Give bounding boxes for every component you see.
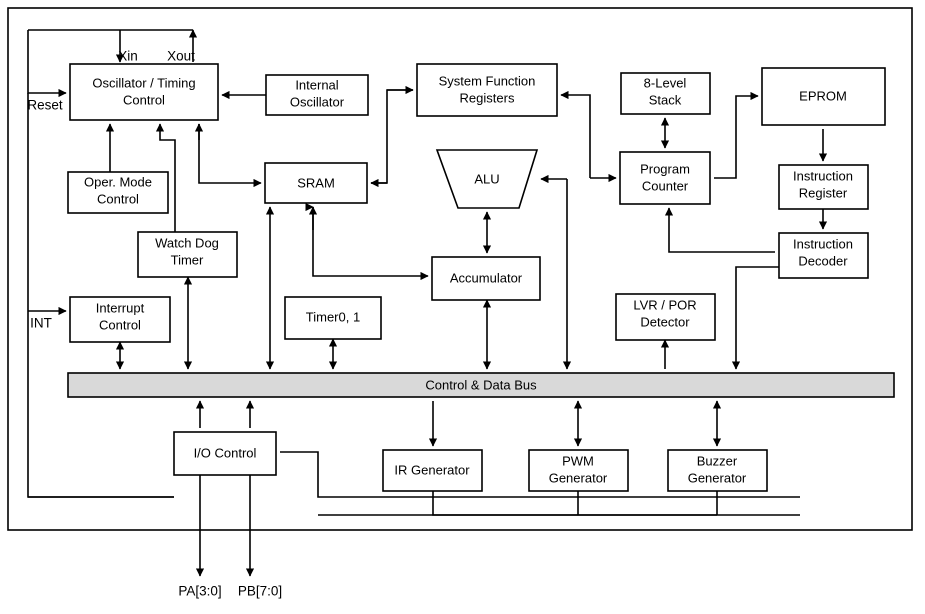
block-eprom-label: EPROM	[799, 88, 847, 103]
wire-idec-to-pc	[664, 207, 775, 253]
block-watch-dog-timer-line2: Timer	[171, 252, 204, 267]
wire-idec-to-bus	[731, 266, 779, 370]
block-oper-mode-control[interactable]: Oper. Mode Control	[67, 171, 169, 214]
block-interrupt-control-line1: Interrupt	[96, 300, 145, 315]
wire-sram-to-accumulator	[312, 207, 429, 281]
block-program-counter[interactable]: Program Counter	[619, 151, 711, 205]
block-instruction-register-line2: Register	[799, 185, 848, 200]
block-internal-oscillator[interactable]: Internal Oscillator	[265, 74, 369, 116]
block-8-level-stack-line1: 8-Level	[644, 75, 687, 90]
block-io-control-label: I/O Control	[194, 445, 257, 460]
block-alu[interactable]: ALU	[435, 149, 539, 209]
block-watch-dog-timer-line1: Watch Dog	[155, 235, 219, 250]
block-oscillator-timing-control[interactable]: Oscillator / Timing Control	[69, 63, 219, 121]
wire-io-right-rail	[280, 451, 800, 498]
wire-osc-to-sram	[198, 124, 262, 188]
block-oscillator-timing-control-line2: Control	[123, 92, 165, 107]
block-oscillator-timing-control-line1: Oscillator / Timing	[92, 75, 195, 90]
block-sram[interactable]: SRAM	[264, 162, 368, 204]
block-system-function-registers-line2: Registers	[460, 90, 515, 105]
block-instruction-register[interactable]: Instruction Register	[778, 164, 869, 210]
block-io-control[interactable]: I/O Control	[173, 431, 277, 476]
wire-irgen-down	[432, 491, 800, 516]
wire-left-rail-reset	[27, 30, 67, 98]
block-eprom[interactable]: EPROM	[761, 67, 886, 126]
block-sram-label: SRAM	[297, 175, 335, 190]
wire-sfr-to-sram	[371, 89, 413, 184]
block-ir-generator-label: IR Generator	[394, 462, 470, 477]
block-accumulator[interactable]: Accumulator	[431, 256, 541, 301]
block-8-level-stack-line2: Stack	[649, 92, 682, 107]
block-pwm-generator[interactable]: PWM Generator	[528, 449, 629, 492]
block-lvr-por-detector[interactable]: LVR / POR Detector	[615, 293, 716, 341]
pin-label-reset: Reset	[27, 98, 63, 113]
control-data-bus: Control & Data Bus	[67, 372, 895, 398]
block-system-function-registers[interactable]: System Function Registers	[416, 63, 558, 117]
block-lvr-por-detector-line2: Detector	[640, 314, 690, 329]
wire-layer	[27, 29, 828, 577]
block-instruction-decoder-line1: Instruction	[793, 236, 853, 251]
pin-label-pb: PB[7:0]	[238, 584, 282, 599]
block-instruction-decoder-line2: Decoder	[798, 253, 848, 268]
block-buzzer-generator-line1: Buzzer	[697, 453, 738, 468]
chip-boundary-frame	[7, 7, 913, 531]
pin-label-pa: PA[3:0]	[178, 584, 221, 599]
block-interrupt-control[interactable]: Interrupt Control	[69, 296, 171, 343]
block-ir-generator[interactable]: IR Generator	[382, 449, 483, 492]
wire-pc-to-sfr	[560, 90, 591, 178]
block-oper-mode-control-line2: Control	[97, 191, 139, 206]
block-alu-label: ALU	[474, 171, 499, 186]
block-instruction-register-line1: Instruction	[793, 168, 853, 183]
block-lvr-por-detector-line1: LVR / POR	[633, 297, 696, 312]
block-pwm-generator-line2: Generator	[549, 470, 608, 485]
block-8-level-stack[interactable]: 8-Level Stack	[620, 72, 711, 115]
block-watch-dog-timer[interactable]: Watch Dog Timer	[137, 231, 238, 278]
pin-label-int: INT	[30, 316, 52, 331]
block-program-counter-line2: Counter	[642, 178, 689, 193]
control-data-bus-rect	[67, 372, 895, 398]
pin-label-xout: Xout	[167, 49, 195, 64]
block-pwm-generator-line1: PWM	[562, 453, 594, 468]
block-interrupt-control-line2: Control	[99, 317, 141, 332]
block-program-counter-line1: Program	[640, 161, 690, 176]
block-system-function-registers-line1: System Function	[439, 73, 536, 88]
wire-watchdog-to-osc	[155, 123, 176, 232]
pin-label-xin: Xin	[118, 49, 138, 64]
block-internal-oscillator-line2: Oscillator	[290, 94, 345, 109]
block-internal-oscillator-line1: Internal	[295, 77, 338, 92]
block-accumulator-label: Accumulator	[450, 270, 523, 285]
block-timer0-1[interactable]: Timer0, 1	[284, 296, 382, 340]
wire-pc-to-eprom	[714, 91, 759, 179]
block-timer0-1-label: Timer0, 1	[306, 309, 360, 324]
block-oper-mode-control-line1: Oper. Mode	[84, 174, 152, 189]
block-buzzer-generator-line2: Generator	[688, 470, 747, 485]
block-instruction-decoder[interactable]: Instruction Decoder	[778, 232, 869, 279]
block-buzzer-generator[interactable]: Buzzer Generator	[667, 449, 768, 492]
control-data-bus-label: Control & Data Bus	[425, 377, 537, 392]
wire-left-rail-io	[27, 93, 174, 498]
